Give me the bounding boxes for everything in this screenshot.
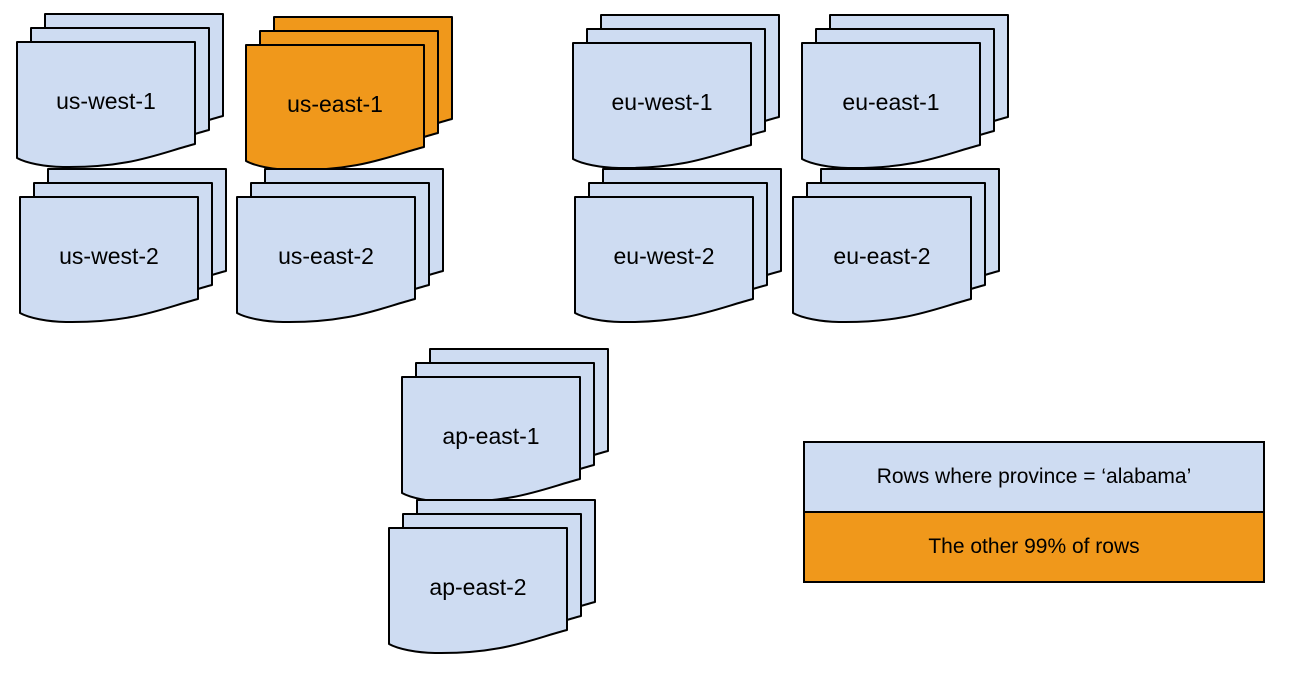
region-label: us-west-2 — [59, 243, 159, 269]
document-sheet-front — [801, 42, 981, 170]
document-sheet-front — [19, 196, 199, 324]
document-stack-icon — [401, 348, 609, 504]
doc-stack-eu-west-2: eu-west-2 — [574, 168, 782, 324]
region-label: ap-east-1 — [442, 423, 540, 449]
region-label: eu-west-1 — [611, 89, 713, 115]
doc-stack-us-east-2: us-east-2 — [236, 168, 444, 324]
legend: Rows where province = ‘alabama’ The othe… — [803, 441, 1265, 583]
document-sheet-front — [236, 196, 416, 324]
region-label: eu-east-1 — [842, 89, 940, 115]
document-stack-icon — [19, 168, 227, 324]
legend-item-other-rows: The other 99% of rows — [805, 513, 1263, 581]
region-label: us-east-2 — [278, 243, 374, 269]
document-stack-icon — [245, 16, 453, 172]
document-stack-icon — [388, 499, 596, 655]
legend-item-alabama-rows: Rows where province = ‘alabama’ — [805, 443, 1263, 513]
document-stack-icon — [236, 168, 444, 324]
doc-stack-eu-west-1: eu-west-1 — [572, 14, 780, 170]
document-sheet-front — [572, 42, 752, 170]
region-label: eu-east-2 — [833, 243, 931, 269]
document-stack-icon — [801, 14, 1009, 170]
region-label: us-west-1 — [56, 88, 156, 114]
doc-stack-ap-east-1: ap-east-1 — [401, 348, 609, 504]
region-label: eu-west-2 — [613, 243, 715, 269]
doc-stack-us-east-1: us-east-1 — [245, 16, 453, 172]
document-sheet-front — [574, 196, 754, 324]
doc-stack-us-west-1: us-west-1 — [16, 13, 224, 169]
legend-item-label: The other 99% of rows — [928, 535, 1140, 558]
document-stack-icon — [574, 168, 782, 324]
document-sheet-front — [792, 196, 972, 324]
doc-stack-eu-east-2: eu-east-2 — [792, 168, 1000, 324]
document-stack-icon — [16, 13, 224, 169]
legend-item-label: Rows where province = ‘alabama’ — [876, 465, 1192, 488]
doc-stack-eu-east-1: eu-east-1 — [801, 14, 1009, 170]
document-stack-icon — [572, 14, 780, 170]
doc-stack-us-west-2: us-west-2 — [19, 168, 227, 324]
region-label: ap-east-2 — [429, 574, 527, 600]
doc-stack-ap-east-2: ap-east-2 — [388, 499, 596, 655]
document-sheet-front — [16, 41, 196, 169]
region-label: us-east-1 — [287, 91, 383, 117]
document-sheet-front — [388, 527, 568, 655]
document-stack-icon — [792, 168, 1000, 324]
